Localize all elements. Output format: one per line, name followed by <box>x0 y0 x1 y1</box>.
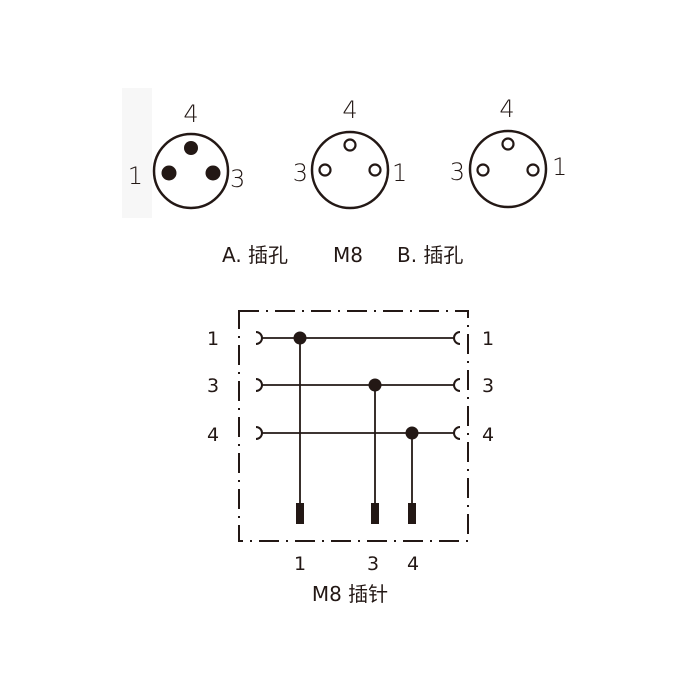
socket-left-3-icon <box>255 378 263 392</box>
right-label-4: 4 <box>482 424 494 446</box>
label-pin-left: 3 <box>450 158 465 186</box>
socket-right-4-icon <box>453 426 461 440</box>
label-pin-top: 4 <box>342 96 357 124</box>
junction-dot-1 <box>293 331 307 345</box>
caption-b: B. 插孔 <box>397 243 463 267</box>
caption-a: A. 插孔 <box>222 243 288 267</box>
caption-m8: M8 <box>333 243 363 267</box>
right-label-3: 3 <box>482 375 494 397</box>
label-pin-left: 3 <box>293 159 308 187</box>
bottom-label-4: 4 <box>407 553 419 575</box>
socket-right-1-icon <box>453 331 461 345</box>
pin-4-hollow <box>501 137 515 151</box>
label-pin-left: 1 <box>128 162 143 190</box>
pin-plug-4 <box>408 503 416 524</box>
pin-3-filled <box>205 165 221 181</box>
enclosure-dashed-box <box>238 310 469 542</box>
pin-plug-3 <box>371 503 379 524</box>
pin-3-hollow <box>318 163 332 177</box>
pin-1-hollow <box>526 163 540 177</box>
connector-a-body <box>152 132 230 210</box>
connector-b-body <box>468 129 548 209</box>
junction-dot-4 <box>405 426 419 440</box>
left-label-1: 1 <box>207 328 219 350</box>
connector-a: 4 1 3 <box>128 100 245 210</box>
horizontal-wires <box>255 331 461 440</box>
label-pin-right: 1 <box>552 153 567 181</box>
right-label-1: 1 <box>482 328 494 350</box>
label-pin-top: 4 <box>183 100 198 128</box>
vertical-wires <box>299 338 413 505</box>
bottom-label-3: 3 <box>367 553 379 575</box>
left-label-4: 4 <box>207 424 219 446</box>
connector-m8: 4 3 1 <box>293 96 407 210</box>
label-pin-right: 3 <box>230 165 245 193</box>
pin-3-hollow <box>476 163 490 177</box>
connector-b: 4 3 1 <box>450 95 567 209</box>
connector-m8-body <box>310 130 390 210</box>
socket-left-4-icon <box>255 426 263 440</box>
socket-left-1-icon <box>255 331 263 345</box>
watermark <box>122 88 152 218</box>
pin-1-hollow <box>368 163 382 177</box>
left-label-3: 3 <box>207 375 219 397</box>
bottom-caption: M8 插针 <box>312 582 388 606</box>
junction-dot-3 <box>368 378 382 392</box>
pin-4-hollow <box>343 138 357 152</box>
pin-plug-1 <box>296 503 304 524</box>
bottom-label-1: 1 <box>294 553 306 575</box>
socket-right-3-icon <box>453 378 461 392</box>
label-pin-right: 1 <box>392 159 407 187</box>
label-pin-top: 4 <box>499 95 514 123</box>
pin-1-filled <box>161 165 177 181</box>
pin-4-filled <box>184 141 198 155</box>
